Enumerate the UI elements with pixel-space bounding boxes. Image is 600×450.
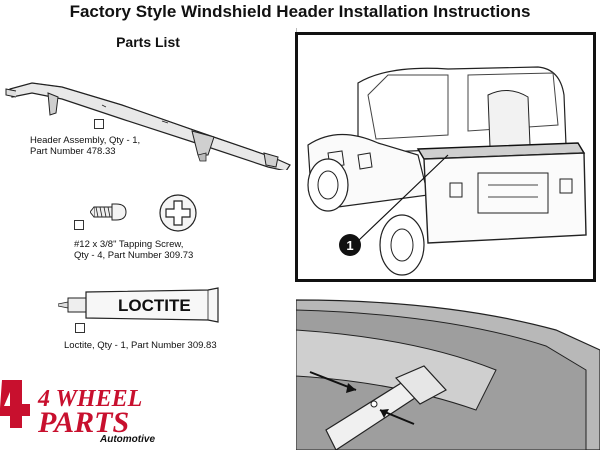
logo: 4 WHEEL PARTS	[0, 380, 142, 439]
header-assembly-line2: Part Number 478.33	[30, 146, 116, 157]
loctite-tube-label: LOCTITE	[118, 296, 191, 315]
header-bar-illustration	[5, 82, 291, 170]
loctite-tube-icon: LOCTITE	[58, 287, 219, 323]
screw-line2: Qty - 4, Part Number 309.73	[74, 250, 194, 261]
header-assembly-label: Header Assembly, Qty - 1, Part Number 47…	[30, 135, 140, 157]
detail-illustration	[296, 299, 600, 450]
detail-illustration-frame	[296, 290, 600, 450]
loctite-line1: Loctite, Qty - 1, Part Number 309.83	[64, 340, 217, 351]
jeep-illustration: 1	[307, 66, 587, 276]
logo-line2: PARTS	[37, 406, 129, 439]
page-title: Factory Style Windshield Header Installa…	[69, 2, 531, 21]
screw-label: #12 x 3/8" Tapping Screw, Qty - 4, Part …	[74, 239, 193, 261]
checkbox-loctite[interactable]	[75, 323, 85, 333]
logo-tagline: Automotive	[100, 434, 155, 445]
callout-number: 1	[346, 238, 353, 253]
jeep-illustration-frame: 1	[295, 32, 596, 282]
screw-line1: #12 x 3/8" Tapping Screw,	[74, 239, 184, 250]
parts-list-heading: Parts List	[116, 34, 180, 50]
screw-icon	[90, 203, 127, 221]
loctite-label: Loctite, Qty - 1, Part Number 309.83	[64, 340, 217, 351]
header-assembly-line1: Header Assembly, Qty - 1,	[30, 135, 141, 146]
checkbox-header-assembly[interactable]	[94, 119, 104, 129]
phillips-head-icon	[159, 194, 197, 232]
checkbox-screw[interactable]	[74, 220, 84, 230]
logo-line1: 4 WHEEL	[37, 386, 142, 412]
